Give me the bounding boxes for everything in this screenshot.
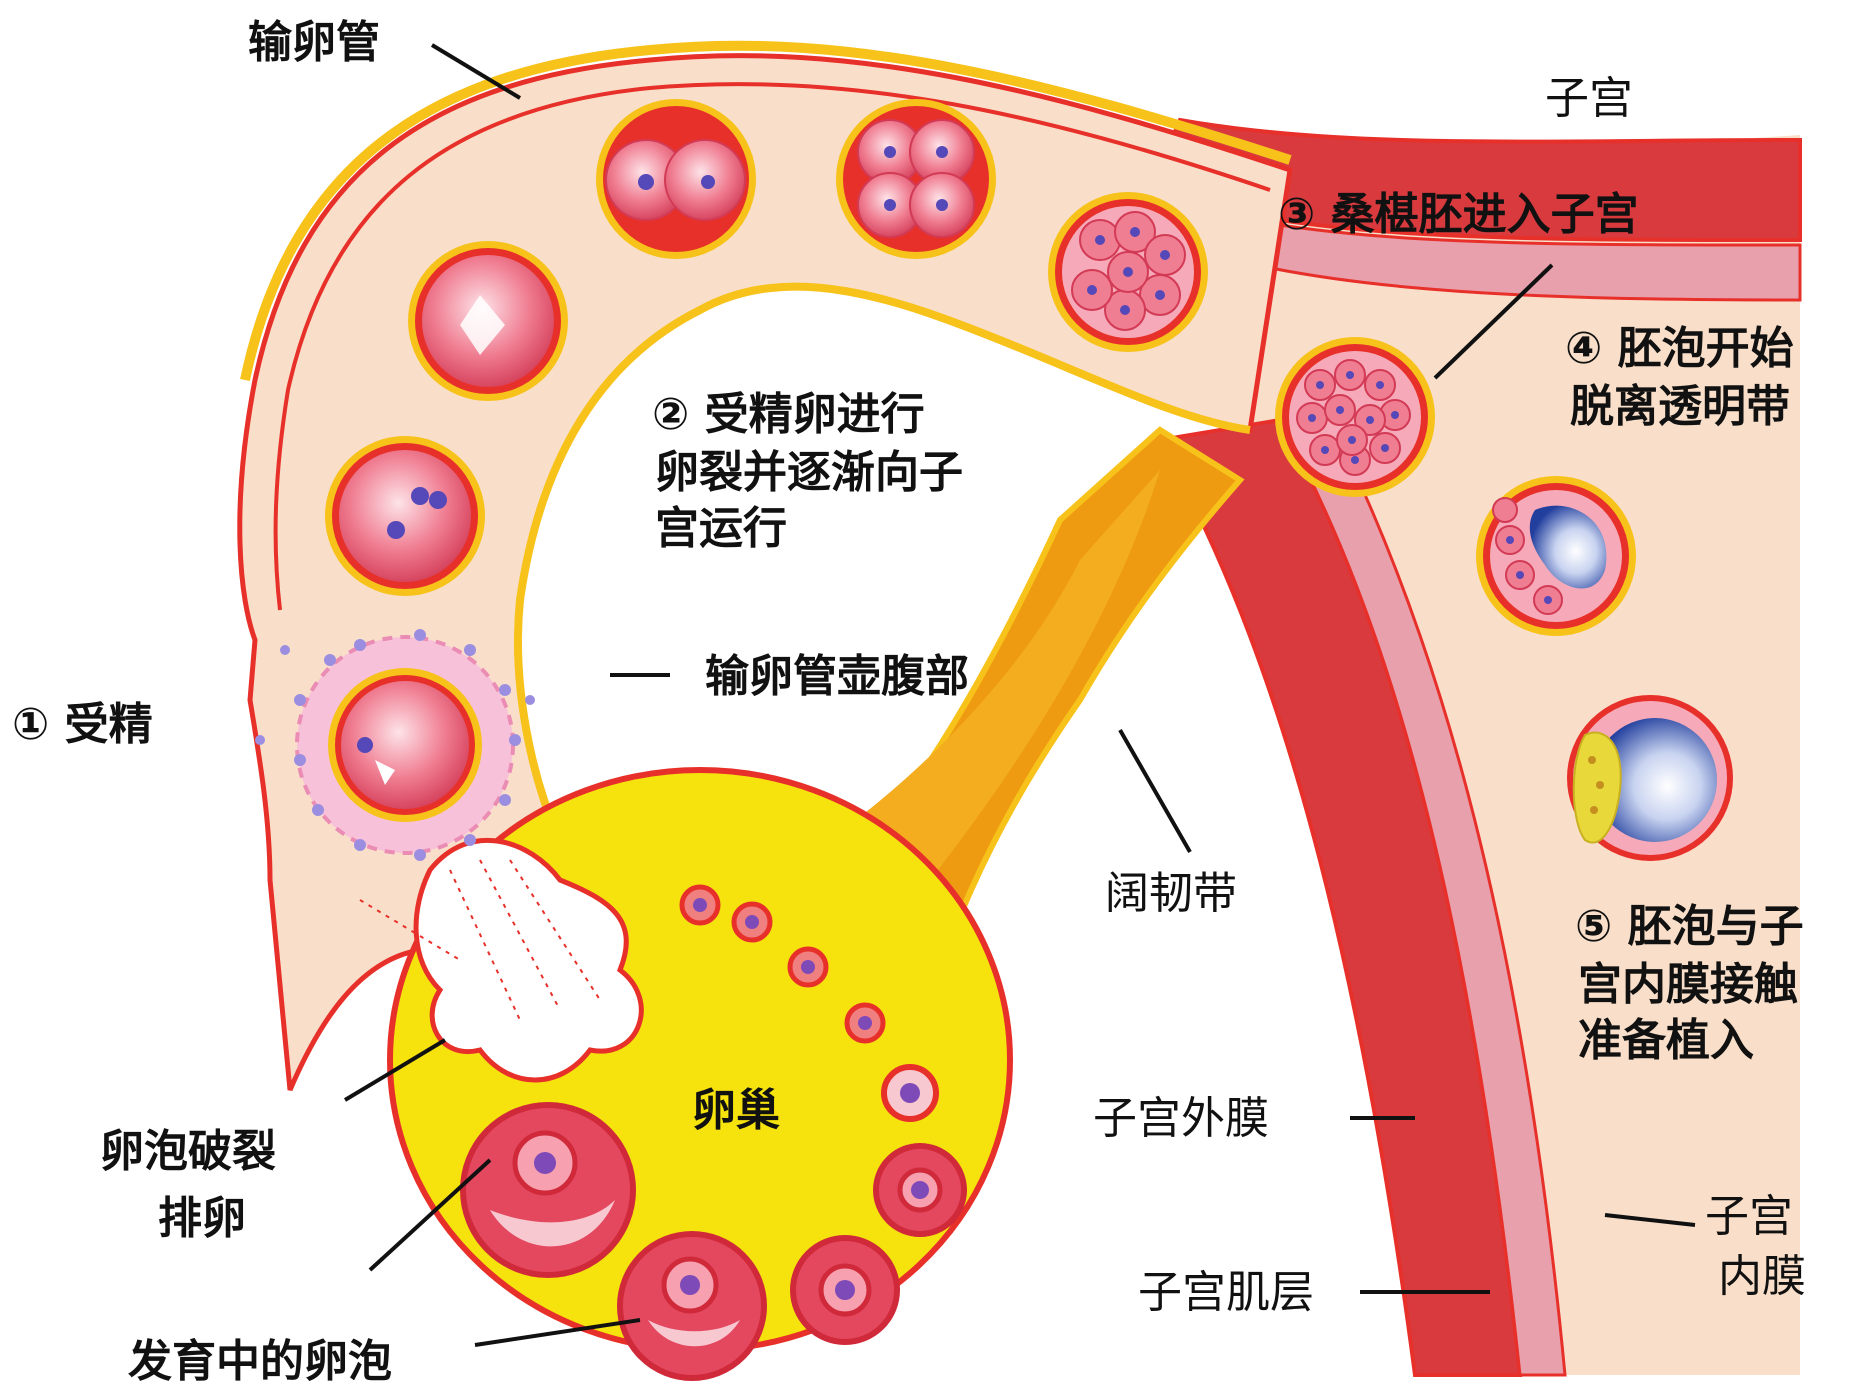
label-step2-line3: 宫运行 [655, 500, 787, 558]
label-step5-line3: 准备植入 [1578, 1012, 1754, 1070]
label-step3: ③ 桑椹胚进入子宫 [1278, 186, 1639, 244]
label-step1: ① 受精 [12, 696, 153, 754]
four-cell-stage [836, 99, 996, 259]
early-blastocyst [1476, 476, 1636, 636]
label-myometrium: 子宫肌层 [1138, 1264, 1314, 1322]
label-endometrium-line1: 子宫 [1705, 1188, 1793, 1246]
label-step4-line1: ④ 胚泡开始 [1565, 320, 1794, 378]
label-fallopian-tube: 输卵管 [248, 14, 380, 72]
zygote-cell [328, 668, 482, 822]
label-ovulation-line1: 卵泡破裂 [100, 1123, 276, 1181]
label-ovary: 卵巢 [692, 1082, 780, 1140]
hatching-blastocyst [1570, 698, 1730, 858]
label-ampulla: 输卵管壶腹部 [705, 648, 969, 706]
label-ovulation-line2: 排卵 [158, 1190, 246, 1248]
label-endometrium-line2: 内膜 [1718, 1248, 1806, 1306]
label-step5-line1: ⑤ 胚泡与子 [1575, 898, 1804, 956]
label-developing-follicles: 发育中的卵泡 [128, 1333, 392, 1391]
dividing-cell [408, 241, 568, 401]
label-step4-line2: 脱离透明带 [1570, 378, 1790, 436]
two-nuclei-cell [325, 436, 485, 596]
label-step5-line2: 宫内膜接触 [1578, 956, 1798, 1014]
label-uterus: 子宫 [1545, 70, 1633, 128]
two-cell-stage [596, 99, 756, 259]
label-step2-line1: ② 受精卵进行 [652, 386, 925, 444]
label-step2-line2: 卵裂并逐渐向子 [655, 444, 963, 502]
label-perimetrium: 子宫外膜 [1093, 1090, 1269, 1148]
morula [1275, 337, 1435, 497]
label-broad-ligament: 阔韧带 [1105, 865, 1237, 923]
eight-cell-stage [1048, 192, 1208, 352]
